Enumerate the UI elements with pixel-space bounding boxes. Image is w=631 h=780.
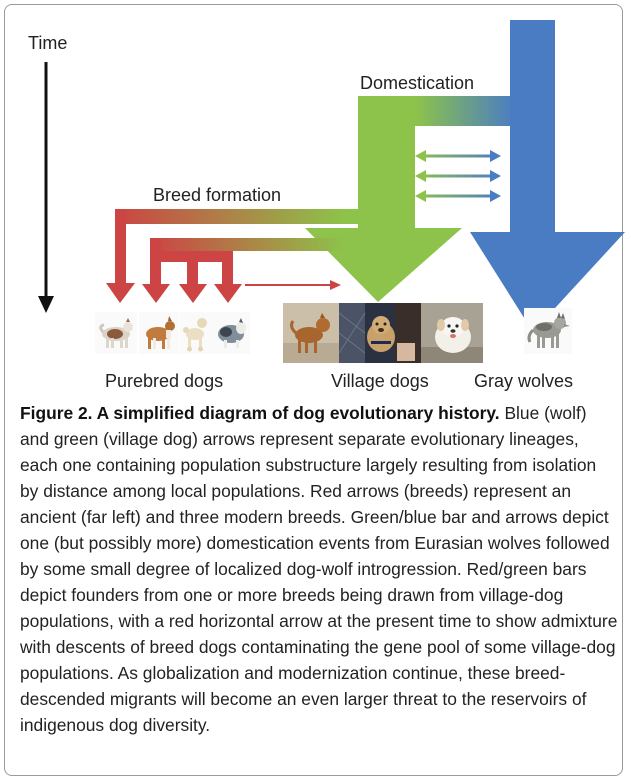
boxer-dog-photo — [139, 312, 179, 354]
breed-formation-bar-ancient — [115, 209, 358, 224]
breed-formation-bar-modern — [150, 238, 358, 251]
caption-body: Blue (wolf) and green (village dog) arro… — [20, 403, 618, 735]
figure-caption: Figure 2. A simplified diagram of dog ev… — [20, 400, 618, 738]
village-dogs-label: Village dogs — [331, 371, 429, 391]
poodle-dog-photo — [180, 312, 212, 354]
sheltie-dog-photo — [212, 312, 250, 354]
caption-title: Figure 2. A simplified diagram of dog ev… — [20, 403, 500, 423]
modern-breed-arrow-3 — [214, 262, 242, 303]
time-label: Time — [28, 33, 67, 53]
village-dog-photo-1 — [283, 303, 339, 363]
modern-breed-connector — [155, 251, 233, 262]
breed-formation-label: Breed formation — [153, 185, 281, 205]
village-dog-photo-3 — [421, 303, 483, 363]
gray-wolves-label: Gray wolves — [474, 371, 573, 391]
introgression-arrows — [415, 150, 501, 202]
domestication-label: Domestication — [360, 73, 474, 93]
gray-wolf-photo — [524, 308, 572, 354]
wolf-lineage-arrow — [470, 20, 625, 332]
village-dog-lineage-arrow — [305, 96, 462, 302]
evolution-diagram: Time Domestication Breed formation — [28, 20, 625, 391]
ancient-breed-arrow — [106, 209, 135, 303]
village-dog-photo-2 — [339, 303, 421, 363]
introgression-arrow-1 — [415, 150, 501, 162]
introgression-arrow-3 — [415, 190, 501, 202]
akita-dog-photo — [95, 312, 137, 354]
introgression-arrow-2 — [415, 170, 501, 182]
purebred-dogs-label: Purebred dogs — [105, 371, 223, 391]
admixture-arrow — [245, 280, 341, 290]
time-arrow — [38, 62, 54, 313]
modern-breed-arrow-2 — [179, 262, 207, 303]
